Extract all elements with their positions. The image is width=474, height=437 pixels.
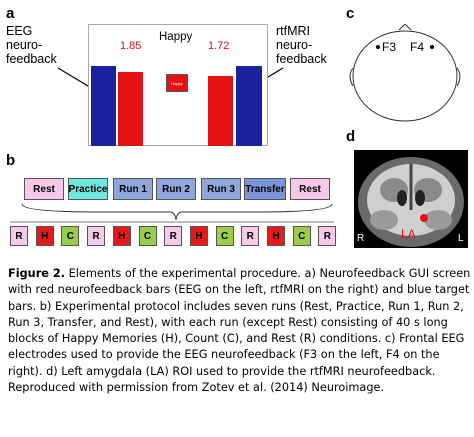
f3-electrode [376,45,380,49]
mri-left-side-label: R [357,233,365,244]
mri-brain-image [358,157,464,247]
gui-title: Happy [159,31,193,43]
eeg-feedback-bar [118,72,143,146]
head-outline [352,30,458,122]
run-label: Rest [299,183,321,195]
run-rest-1: Rest [24,178,64,200]
rtfmri-label-line-1: rtfMRI [276,24,311,38]
rtfmri-label-line-3: feedback [276,52,327,66]
panel-label-d: d [346,128,356,145]
rtfmri-target-bar [236,66,262,146]
mri-slice [354,150,468,248]
condition-block: R [164,226,183,246]
run-label: Rest [33,183,55,195]
nose-outline [398,24,412,31]
rtfmri-value: 1.72 [208,40,230,52]
eeg-value: 1.85 [120,40,142,52]
mri-right-side-label: L [458,233,464,244]
rtfmri-feedback-bar [208,76,233,146]
run-label: Run 2 [162,183,190,195]
condition-block: H [112,226,131,246]
condition-block: C [215,226,234,246]
run-label: Practice [68,183,108,195]
figure-caption: Figure 2. Elements of the experimental p… [8,266,472,396]
eeg-label-line-3: feedback [6,52,57,66]
rtfmri-label: rtfMRI neuro- feedback [276,24,327,66]
run-1: Run 1 [113,178,153,200]
run-label: Transfer [245,183,285,195]
condition-block: C [292,226,311,246]
condition-block: H [35,226,54,246]
run-3: Run 3 [201,178,241,200]
eeg-target-bar [91,66,116,146]
condition-block: R [241,226,260,246]
f4-electrode [430,45,434,49]
happy-icon-text: Happy [171,80,183,86]
eeg-label: EEG neuro- feedback [6,24,57,66]
caption-text: Elements of the experimental procedure. … [8,267,471,395]
panel-label-c: c [346,5,355,22]
condition-block: R [87,226,106,246]
panel-label-a: a [6,5,15,22]
f3-label: F3 [382,40,397,54]
condition-block: C [138,226,157,246]
condition-block: R [318,226,337,246]
caption-lead: Figure 2. [8,267,66,280]
condition-block: H [189,226,208,246]
neurofeedback-gui: Happy 1.85 1.72 Happy [88,24,268,146]
run-practice: Practice [68,178,108,200]
rtfmri-label-line-2: neuro- [276,38,313,52]
happy-icon: Happy [166,74,188,92]
run-expansion-bracket [10,203,334,223]
run-transfer: Transfer [244,178,286,200]
condition-block: R [10,226,28,246]
right-ear-outline [456,67,461,87]
run-2: Run 2 [156,178,196,200]
la-roi-label: LA [401,227,416,241]
run-label: Run 3 [207,183,235,195]
condition-block: H [267,226,285,246]
f4-label: F4 [410,40,425,54]
panel-label-b: b [6,152,16,169]
la-roi-marker [420,214,428,222]
run-label: Run 1 [119,183,147,195]
eeg-label-line-1: EEG [6,24,33,38]
condition-block: C [61,226,80,246]
left-ear-outline [349,67,354,87]
eeg-label-line-2: neuro- [6,38,43,52]
eeg-head-diagram [349,24,461,122]
run-rest-2: Rest [290,178,330,200]
